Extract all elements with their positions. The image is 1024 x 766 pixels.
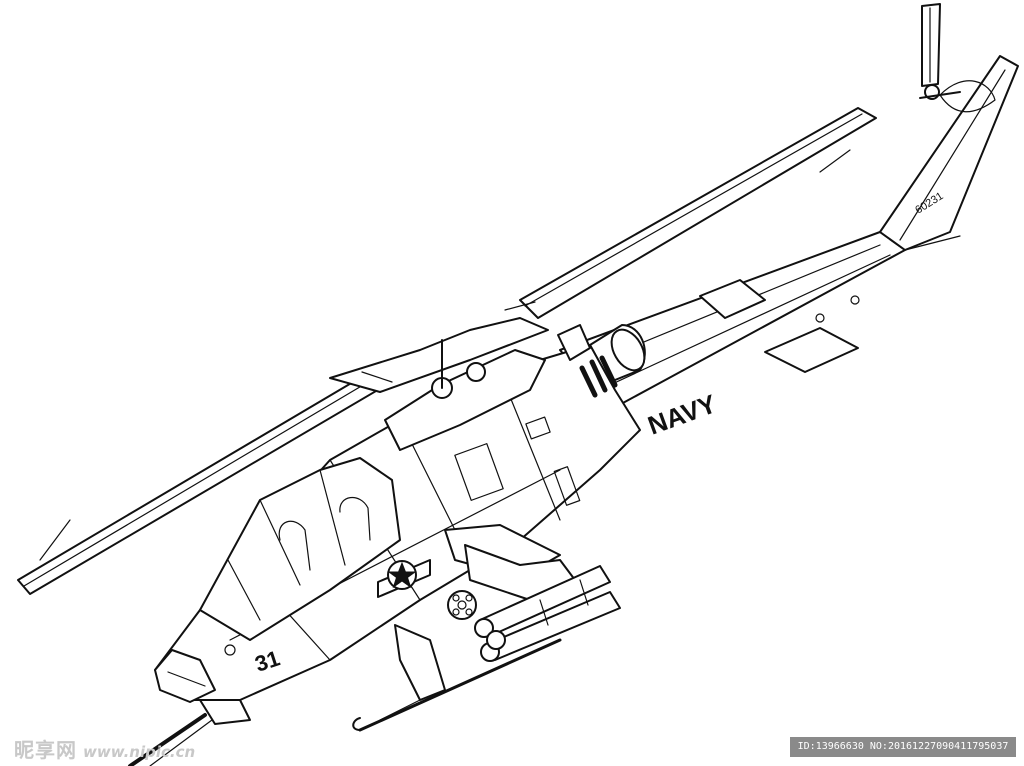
- engine-exhaust: [589, 324, 646, 383]
- watermark-image-id: ID:13966630 NO:20161227090411795037: [790, 737, 1016, 757]
- tail-rotor: [919, 3, 961, 100]
- tail-fin: 60231: [879, 55, 1019, 251]
- stub-wing-weapons: [444, 524, 621, 662]
- star-insignia: [377, 559, 431, 598]
- horizontal-stabilizers: [699, 235, 961, 373]
- rotor-hub: [329, 301, 591, 451]
- navy-marking: NAVY: [644, 388, 720, 440]
- watermark-site: 昵享网 www.nipic.cn: [14, 734, 195, 763]
- watermark-site-url: www.nipic.cn: [83, 743, 196, 761]
- rotor-blade-right: [519, 107, 877, 319]
- landing-skids: [352, 624, 562, 732]
- nose: [154, 644, 236, 703]
- chin-gun: [128, 699, 251, 766]
- watermark-site-name: 昵享网: [14, 738, 77, 762]
- canopy: [199, 457, 401, 641]
